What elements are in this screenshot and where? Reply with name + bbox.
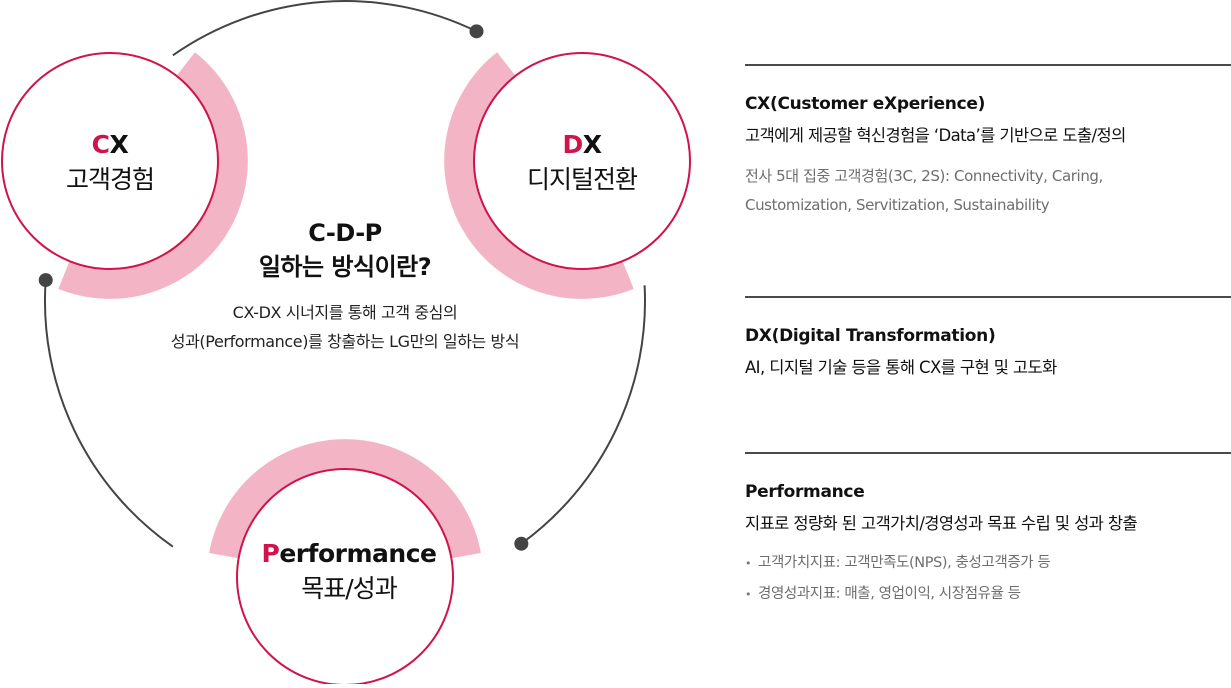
dx-accent-letter: D [562, 130, 583, 159]
section-dx: DX(Digital Transformation) AI, 디지털 기술 등을… [745, 296, 1231, 452]
center-block: C-D-P 일하는 방식이란? CX-DX 시너지를 통해 고객 중심의 성과(… [170, 216, 520, 356]
connector-dot-left [38, 273, 53, 288]
cx-circle [1, 52, 219, 270]
performance-node-title: Performance [241, 537, 457, 571]
section-cx: CX(Customer eXperience) 고객에게 제공할 혁신경험을 ‘… [745, 64, 1231, 296]
cx-node-title: CX [2, 128, 218, 162]
section-performance-title: Performance [745, 482, 865, 502]
dx-node-label: DX 디지털전환 [474, 128, 690, 198]
connector-dot-right [514, 536, 529, 551]
center-description: CX-DX 시너지를 통해 고객 중심의 성과(Performance)를 창출… [170, 298, 520, 356]
cx-accent-letter: C [91, 130, 110, 159]
cx-node-subtitle: 고객경험 [65, 165, 155, 194]
performance-node-label: Performance 목표/성과 [241, 537, 457, 607]
performance-accent-letter: P [261, 539, 280, 568]
center-title: C-D-P 일하는 방식이란? [170, 216, 520, 284]
section-performance-description: 지표로 정량화 된 고객가치/경영성과 목표 수립 및 성과 창출 [745, 514, 1138, 533]
section-cx-note: 전사 5대 집중 고객경험(3C, 2S): Connectivity, Car… [745, 162, 1231, 220]
connector-dot-top [469, 24, 484, 39]
center-desc-line1: CX-DX 시너지를 통해 고객 중심의 [232, 303, 458, 322]
cdp-diagram-graphic [1, 0, 691, 686]
connector-arc-cx-dx [172, 0, 477, 57]
section-cx-note-line1: 전사 5대 집중 고객경험(3C, 2S): Connectivity, Car… [745, 167, 1103, 185]
section-performance-bullets: 고객가치지표: 고객만족도(NPS), 충성고객증가 등 경영성과지표: 매출,… [745, 548, 1231, 610]
connector-arc-dx-performance [520, 285, 647, 545]
performance-title-rest: erformance [279, 539, 437, 568]
bullet-item: 경영성과지표: 매출, 영업이익, 시장점유율 등 [745, 579, 1231, 610]
performance-ring-arc [209, 439, 481, 559]
connector-arc-performance-cx [44, 280, 174, 548]
center-title-line2: 일하는 방식이란? [258, 253, 432, 281]
cdp-diagram: CX 고객경험 DX 디지털전환 Performance 목표/성과 C-D-P… [1, 0, 691, 686]
bullet-item: 고객가치지표: 고객만족도(NPS), 충성고객증가 등 [745, 548, 1231, 579]
dx-node-title: DX [474, 128, 690, 162]
dx-title-rest: X [582, 130, 602, 159]
cx-node-label: CX 고객경험 [2, 128, 218, 198]
definitions-panel: CX(Customer eXperience) 고객에게 제공할 혁신경험을 ‘… [745, 64, 1231, 610]
center-desc-line2: 성과(Performance)를 창출하는 LG만의 일하는 방식 [170, 332, 520, 351]
cx-ring-arc [58, 52, 248, 299]
cx-title-rest: X [109, 130, 129, 159]
section-dx-description: AI, 디지털 기술 등을 통해 CX를 구현 및 고도화 [745, 358, 1057, 377]
section-performance: Performance 지표로 정량화 된 고객가치/경영성과 목표 수립 및 … [745, 452, 1231, 610]
section-cx-title: CX(Customer eXperience) [745, 94, 986, 114]
dx-node-subtitle: 디지털전환 [526, 165, 638, 194]
dx-ring-arc [444, 52, 634, 299]
performance-node-subtitle: 목표/성과 [301, 574, 397, 603]
section-dx-title: DX(Digital Transformation) [745, 326, 996, 346]
center-title-line1: C-D-P [308, 219, 382, 247]
section-cx-note-line2: Customization, Servitization, Sustainabi… [745, 196, 1050, 214]
section-cx-description: 고객에게 제공할 혁신경험을 ‘Data’를 기반으로 도출/정의 [745, 126, 1126, 145]
dx-circle [473, 52, 691, 270]
